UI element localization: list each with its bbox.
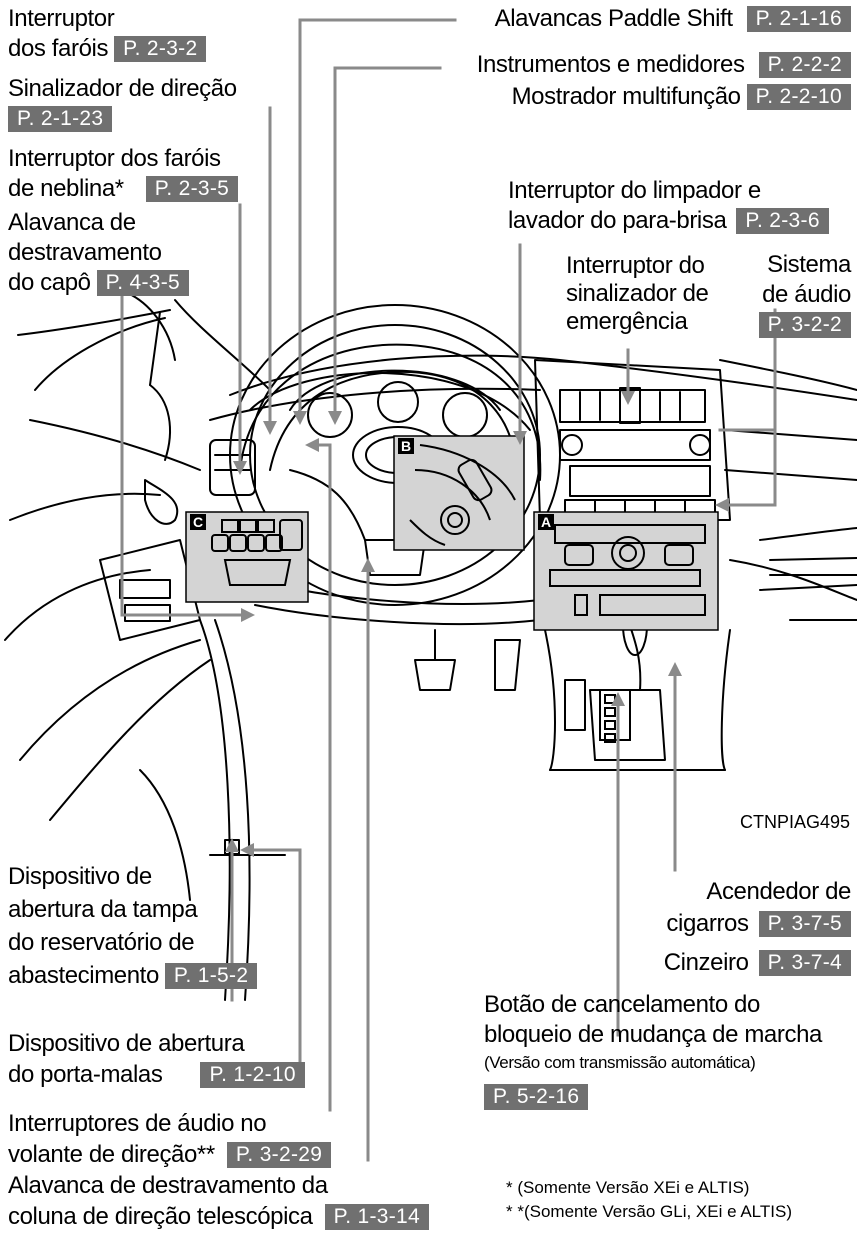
footnote-2: * *(Somente Versão GLi, XEi e ALTIS) (506, 1202, 792, 1221)
inset-a (533, 511, 719, 631)
ref-hood-release[interactable]: P. 4-3-5 (96, 270, 190, 296)
label-turn-signal: Sinalizador de direção P. 2-1-23 (8, 75, 237, 132)
footnote-1: * (Somente Versão XEi e ALTIS) (506, 1178, 750, 1197)
label-steering-audio: Interruptores de áudio no volante de dir… (8, 1108, 332, 1170)
inset-b (393, 435, 525, 551)
ref-tilt-lever[interactable]: P. 1-3-14 (324, 1204, 429, 1230)
ref-ashtray[interactable]: P. 3-7-4 (758, 950, 851, 976)
inset-c (185, 511, 309, 603)
label-fuel-door: Dispositivo de abertura da tampa do rese… (8, 860, 258, 992)
ref-instruments[interactable]: P. 2-2-2 (758, 52, 851, 78)
label-fog-light-switch: Interruptor dos faróis de neblina*P. 2-3… (8, 144, 239, 204)
callout-c-box (190, 514, 206, 530)
callout-a: A (541, 514, 551, 530)
ref-audio-system[interactable]: P. 3-2-2 (758, 312, 851, 338)
shift-plate (599, 689, 631, 743)
label-tilt-lever: Alavanca de destravamento da coluna de d… (8, 1170, 429, 1232)
leader-arrows (225, 391, 729, 857)
callout-a-box (538, 514, 554, 530)
label-hazard-switch: Interruptor do sinalizador de emergência (566, 252, 709, 335)
ref-cigarette-lighter[interactable]: P. 3-7-5 (758, 911, 851, 937)
ref-fuel-door[interactable]: P. 1-5-2 (164, 963, 258, 989)
label-shift-lock: Botão de cancelamento do bloqueio de mud… (484, 991, 822, 1110)
ref-shift-lock[interactable]: P. 5-2-16 (484, 1084, 589, 1110)
ref-paddle-shift[interactable]: P. 2-1-16 (746, 6, 851, 32)
label-wiper-switch: Interruptor do limpador e lavador do par… (508, 176, 829, 236)
ref-fog-light-switch[interactable]: P. 2-3-5 (145, 176, 239, 202)
callout-c: C (193, 514, 203, 530)
figure-code: CTNPIAG495 (740, 812, 851, 832)
callout-b-box (398, 438, 414, 454)
ref-steering-audio[interactable]: P. 3-2-29 (226, 1142, 332, 1168)
ref-turn-signal[interactable]: P. 2-1-23 (8, 106, 113, 132)
ref-multi-display[interactable]: P. 2-2-10 (746, 84, 851, 110)
label-audio-system: Sistema de áudio P. 3-2-2 (753, 250, 851, 340)
ref-trunk-opener[interactable]: P. 1-2-10 (200, 1062, 305, 1088)
leader-lines (120, 18, 777, 1162)
ref-headlight-switch[interactable]: P. 2-3-2 (114, 36, 207, 62)
ref-wiper-switch[interactable]: P. 2-3-6 (736, 208, 829, 234)
callout-b: B (401, 438, 411, 454)
